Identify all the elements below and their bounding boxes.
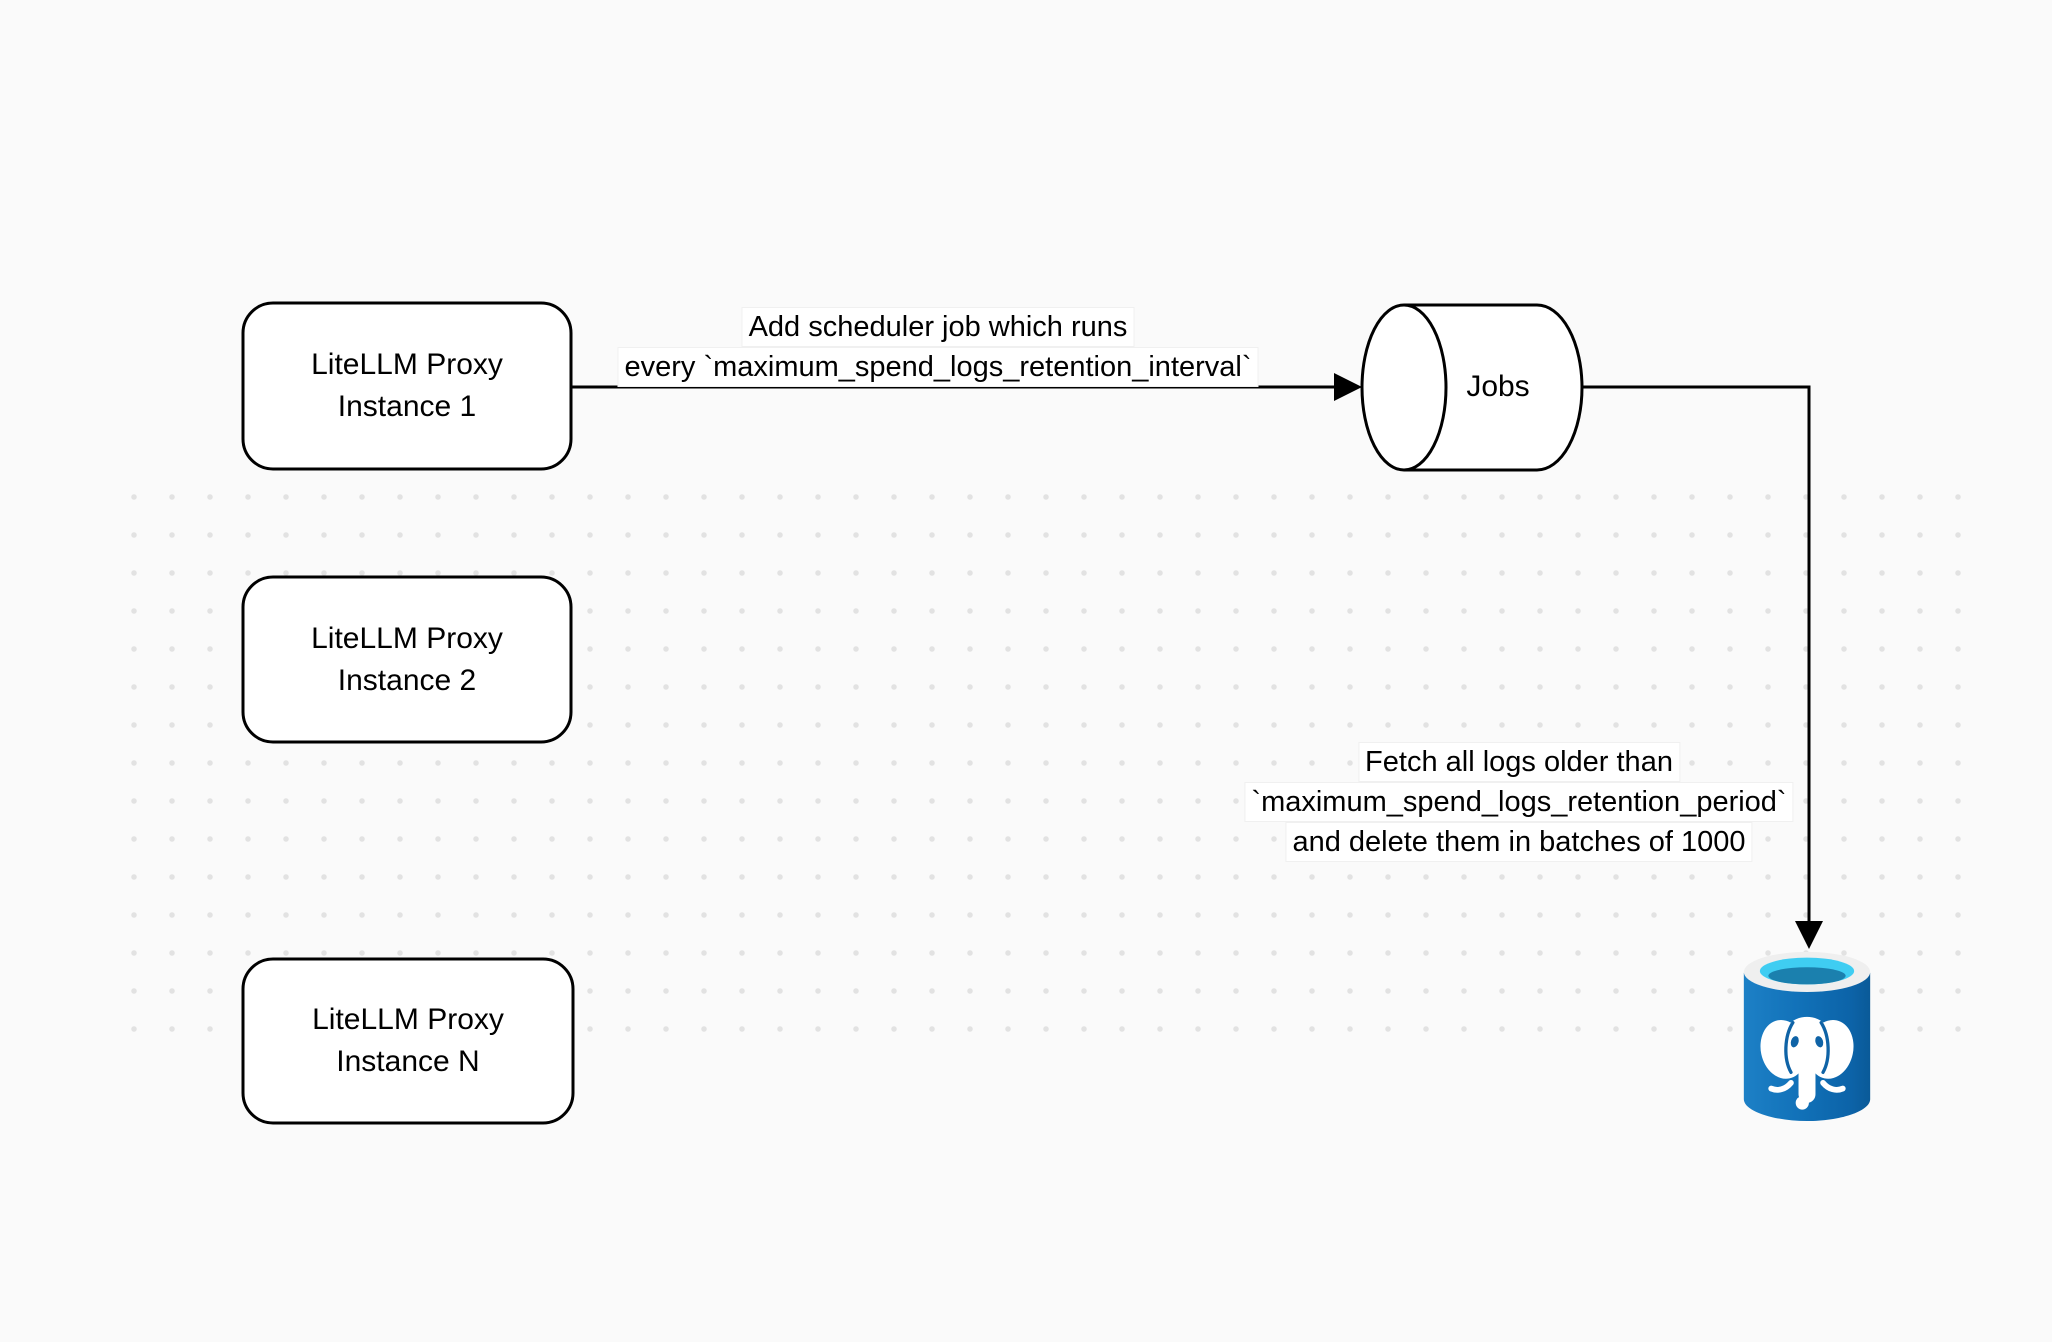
node-litellm-proxy-instance-2 bbox=[241, 575, 573, 744]
label-scheduler-edge: Add scheduler job which runs every `maxi… bbox=[617, 307, 1259, 387]
postgresql-elephant-database-icon bbox=[1743, 951, 1871, 1122]
label-litellm-proxy-instance-n: LiteLLM Proxy Instance N bbox=[312, 999, 504, 1083]
edge-label-line: every `maximum_spend_logs_retention_inte… bbox=[617, 347, 1259, 387]
label-jobs: Jobs bbox=[1466, 370, 1530, 403]
label-litellm-proxy-instance-2: LiteLLM Proxy Instance 2 bbox=[311, 618, 503, 702]
node-label-line: LiteLLM Proxy bbox=[311, 348, 503, 381]
arrowhead-down bbox=[1795, 921, 1823, 949]
arrowhead-right bbox=[1334, 373, 1362, 401]
postgres-opening-pool bbox=[1768, 967, 1846, 985]
node-label-line: Instance N bbox=[336, 1045, 480, 1078]
edge-label-line: `maximum_spend_logs_retention_period` bbox=[1244, 782, 1794, 822]
node-litellm-proxy-instance-n bbox=[241, 957, 575, 1125]
edge-fetch-delete-arrow bbox=[1582, 385, 1823, 949]
node-label-line: LiteLLM Proxy bbox=[312, 1003, 504, 1036]
edge-scheduler-arrow bbox=[571, 373, 1362, 401]
node-label-line: Instance 1 bbox=[337, 390, 477, 423]
label-litellm-proxy-instance-1: LiteLLM Proxy Instance 1 bbox=[311, 344, 503, 428]
label-fetch-delete-edge: Fetch all logs older than `maximum_spend… bbox=[1244, 742, 1794, 862]
edge-label-line: and delete them in batches of 1000 bbox=[1285, 822, 1753, 862]
jobs-cylinder-rim bbox=[1360, 303, 1448, 472]
node-label-line: Instance 2 bbox=[337, 664, 477, 697]
node-label-line: LiteLLM Proxy bbox=[311, 622, 503, 655]
node-jobs-cylinder bbox=[1360, 303, 1584, 472]
edge-label-line: Add scheduler job which runs bbox=[741, 307, 1135, 347]
edge-label-line: Fetch all logs older than bbox=[1358, 742, 1680, 782]
postgres-elephant bbox=[1760, 1016, 1854, 1110]
